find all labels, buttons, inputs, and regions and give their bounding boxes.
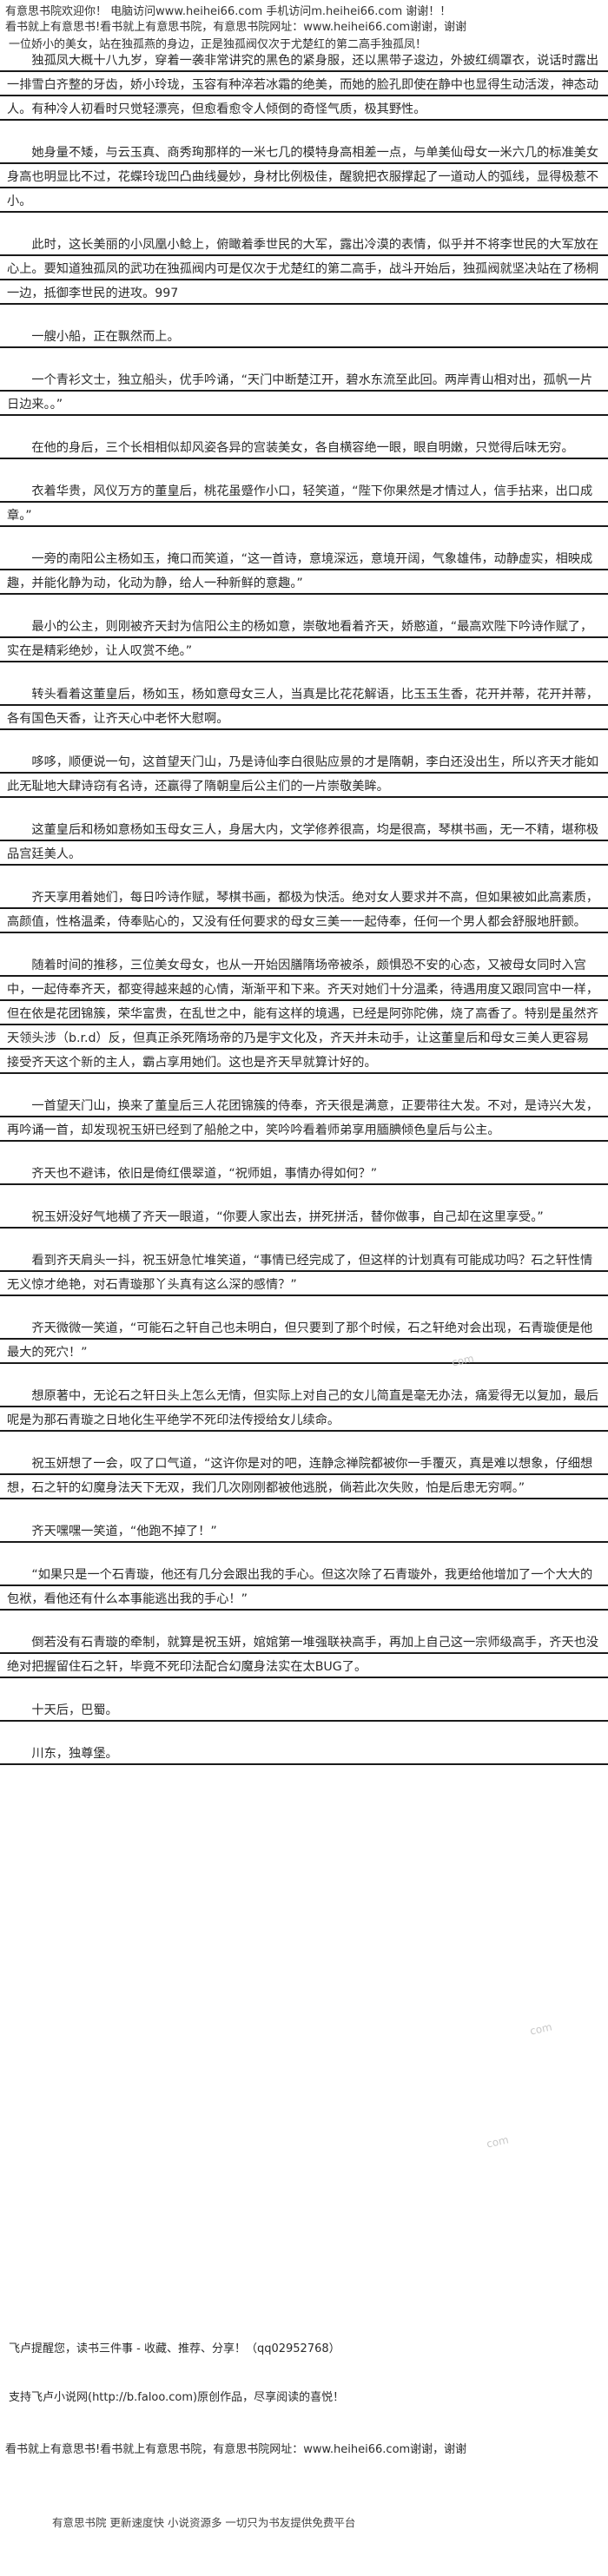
paragraph: 倒若没有石青璇的牵制，就算是祝玉妍，婠婠第一堆强联袂高手，再加上自己这一宗师级高… <box>0 1631 608 1679</box>
paragraph: 祝玉妍没好气地横了齐天一眼道，“你要人家出去，拼死拼活，替你做事，自己却在这里享… <box>0 1205 608 1229</box>
paragraph: 想原著中，无论石之轩日头上怎么无情，但实际上对自己的女儿简直是毫无办法，痛爱得无… <box>0 1384 608 1433</box>
paragraph: 转头看着这董皇后，杨如玉，杨如意母女三人，当真是比花花解语，比玉玉生香，花开并蒂… <box>0 682 608 731</box>
paragraph: 祝玉妍想了一会，叹了口气道，“这许你是对的吧，连静念禅院都被你一手覆灭，真是难以… <box>0 1452 608 1500</box>
paragraph: 独孤凤大概十八九岁，穿着一袭非常讲究的黑色的紧身服，还以黑带子逡边，外披红绸罩衣… <box>0 49 608 122</box>
paragraph: “如果只是一个石青璇，他还有几分会跟出我的手心。但这次除了石青璇外，我更给他增加… <box>0 1563 608 1611</box>
paragraph: 哆哆，顺便说一句，这首望天门山，乃是诗仙李白很贴应景的才是隋朝，李白还没出生，所… <box>0 750 608 799</box>
paragraph: 最小的公主，则刚被齐天封为信阳公主的杨如意，崇敬地看着齐天，娇憨道，“最高欢陛下… <box>0 615 608 663</box>
page-footer: 飞卢提醒您，读书三件事 - 收藏、推荐、分享！（qq02952768） 支持飞卢… <box>0 2341 608 2532</box>
site-header: 有意思书院欢迎你！ 电脑访问www.heihei66.com 手机访问m.hei… <box>0 0 608 51</box>
paragraph: 一艘小船，正在飘然而上。 <box>0 325 608 349</box>
paragraph: 齐天享用着她们，每日吟诗作赋，琴棋书画，都极为快活。绝对女人要求并不高，但如果被… <box>0 886 608 934</box>
paragraph: 衣着华贵，风仪万方的董皇后，桃花虽蹙作小口，轻笑道，“陛下你果然是才情过人，信手… <box>0 479 608 528</box>
paragraph: 看到齐天肩头一抖，祝玉妍急忙堆笑道，“事情已经完成了，但这样的计划真有可能成功吗… <box>0 1248 608 1297</box>
watermark: com <box>485 2133 510 2151</box>
chapter-body: 独孤凤大概十八九岁，穿着一袭非常讲究的黑色的紧身服，还以黑带子逡边，外披红绸罩衣… <box>0 49 608 1785</box>
paragraph: 随着时间的推移，三位美女母女，也从一开始因膳隋场帝被杀，颇惧恐不安的心态，又被母… <box>0 953 608 1075</box>
watermark: com <box>528 2020 553 2038</box>
site-welcome-line: 有意思书院欢迎你！ 电脑访问www.heihei66.com 手机访问m.hei… <box>5 5 452 18</box>
paragraph: 齐天微微一笑道，“可能石之轩自己也未明白，但只要到了那个时候，石之轩绝对会出现，… <box>0 1316 608 1365</box>
paragraph: 她身量不矮，与云玉真、商秀珣那样的一米七几的模特身高相差一点，与单美仙母女一米六… <box>0 141 608 214</box>
paragraph: 一个青衫文士，独立船头，优手吟诵，“天门中断楚江开，碧水东流至此回。两岸青山相对… <box>0 368 608 417</box>
support-line: 支持飞卢小说网(http://b.faloo.com)原创作品，尽享阅读的喜悦！ <box>9 2391 345 2404</box>
paragraph: 川东，独尊堡。 <box>0 1742 608 1766</box>
paragraph: 一首望天门山，换来了董皇后三人花团锦簇的侍奉，齐天很是满意，正要带往大发。不对，… <box>0 1094 608 1143</box>
paragraph: 一旁的南阳公主杨如玉，掩口而笑道，“这一首诗，意境深远，意境开阔，气象雄伟，动静… <box>0 547 608 596</box>
chapter-first-line: 一位娇小的美女，站在独孤燕的身边，正是独孤阀仅次于尤楚红的第二高手独孤凤！ <box>9 38 427 51</box>
reading-tips-line: 飞卢提醒您，读书三件事 - 收藏、推荐、分享！（qq02952768） <box>9 2342 340 2355</box>
paragraph: 齐天也不避讳，依旧是倚红偎翠道，“祝师姐，事情办得如何？” <box>0 1162 608 1186</box>
paragraph: 这董皇后和杨如意杨如玉母女三人，身居大内，文学修养很高，均是很高，琴棋书画，无一… <box>0 818 608 866</box>
site-slogan: 有意思书院 更新速度快 小说资源多 一切只为书友提供免费平台 <box>52 2516 356 2529</box>
paragraph: 十天后，巴蜀。 <box>0 1698 608 1723</box>
paragraph: 齐天嘿嘿一笑道，“他跑不掉了！” <box>0 1519 608 1544</box>
paragraph: 在他的身后，三个长相相似却风姿各异的宫装美女，各自横容绝一眼，眼自明嫩，只觉得后… <box>0 436 608 460</box>
paragraph: 此时，这长美丽的小凤凰小鲶上，俯瞰着季世民的大军，露出冷漠的表情，似乎并不将李世… <box>0 233 608 306</box>
site-address-line: 看书就上有意思书!看书就上有意思书院，有意思书院网址：www.heihei66.… <box>5 21 467 34</box>
site-address-line-bottom: 看书就上有意思书!看书就上有意思书院，有意思书院网址：www.heihei66.… <box>5 2443 467 2456</box>
